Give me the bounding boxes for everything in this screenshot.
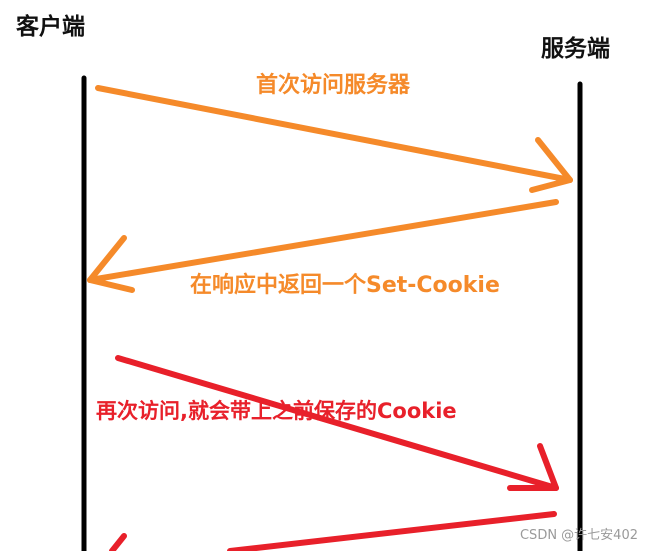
request-arrow-first xyxy=(95,85,573,193)
watermark: CSDN @许七安402 xyxy=(519,528,638,543)
message-first-request: 首次访问服务器 xyxy=(256,72,411,98)
client-label: 客户端 xyxy=(16,13,85,40)
server-label: 服务端 xyxy=(541,36,610,62)
message-response: 在响应中返回一个Set-Cookie xyxy=(190,272,500,298)
return-arrow-partial xyxy=(109,511,557,551)
message-second-request: 再次访问,就会带上之前保存的Cookie xyxy=(96,399,457,423)
response-arrow xyxy=(87,199,559,293)
request-arrow-second xyxy=(115,355,559,491)
